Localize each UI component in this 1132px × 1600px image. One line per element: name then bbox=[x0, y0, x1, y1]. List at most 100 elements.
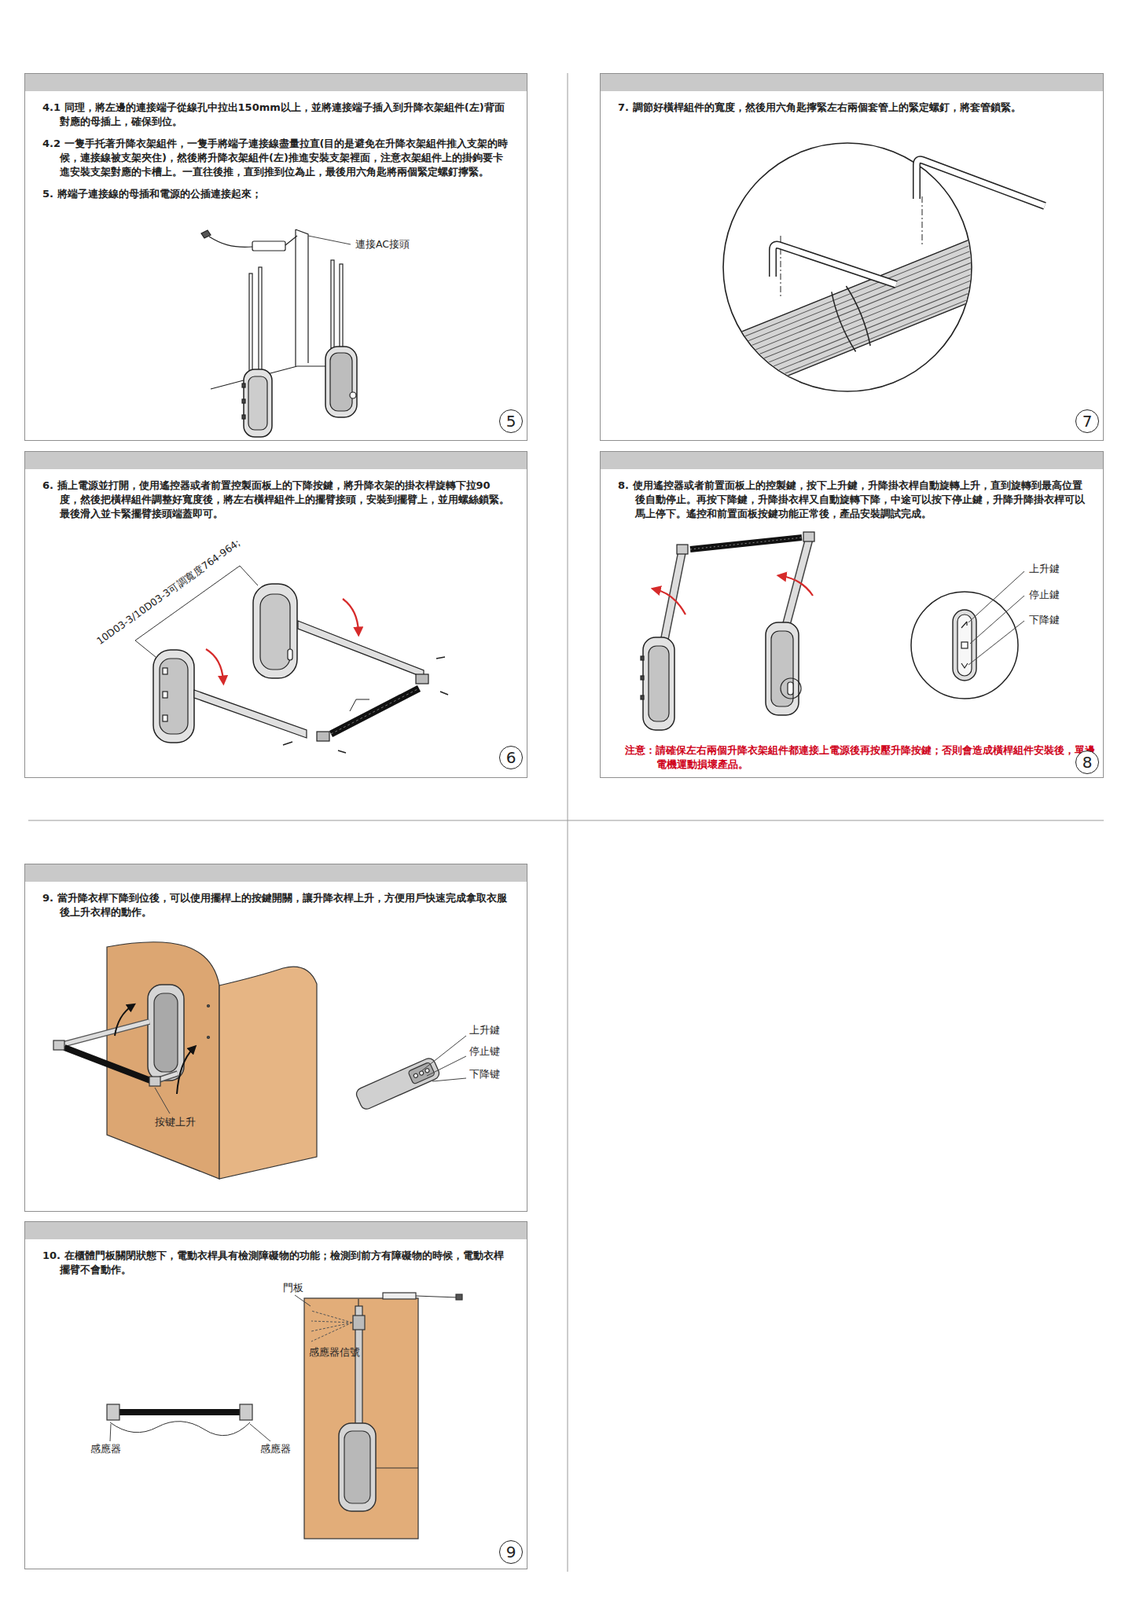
crossbar-assembly-figure bbox=[159, 658, 188, 735]
callout-label: 停止键 bbox=[469, 1045, 500, 1058]
sensor-figure bbox=[344, 1431, 371, 1504]
step-number-circle: 8 bbox=[1075, 750, 1099, 775]
crossbar-assembly-figure bbox=[162, 668, 168, 675]
crossbar-assembly-figure bbox=[330, 688, 419, 735]
lifting-operation-figure bbox=[911, 591, 1019, 699]
lifting-operation-figure bbox=[765, 622, 799, 716]
crossbar-assembly-figure bbox=[162, 691, 168, 699]
leader-line bbox=[432, 1078, 467, 1082]
power-connection-figure bbox=[330, 260, 335, 349]
cabinet-figure bbox=[62, 1021, 150, 1045]
rotation-arrow bbox=[114, 1006, 133, 1037]
lifting-operation-figure bbox=[640, 532, 1019, 731]
leader-line bbox=[110, 1295, 311, 1442]
step-number-circle: 5 bbox=[499, 409, 523, 434]
cabinet-figure bbox=[62, 1021, 150, 1045]
leader-line bbox=[968, 621, 1025, 666]
dimension-line bbox=[135, 566, 258, 658]
leader-line bbox=[308, 235, 351, 245]
callout-label: 門板 bbox=[283, 1282, 304, 1294]
step-number-circle: 7 bbox=[1075, 409, 1099, 434]
hex-key-figure bbox=[678, 218, 1038, 414]
panel-header-band bbox=[24, 73, 1104, 1240]
crossbar-assembly-figure bbox=[253, 584, 298, 679]
instruction-text: 7. 調節好橫桿組件的寬度，然後用六角匙擰緊左右兩個套管上的緊定螺釘，將套管鎖緊… bbox=[617, 100, 1086, 115]
crossbar-assembly-figure bbox=[194, 690, 307, 739]
instruction-text: 5. 將端子連接線的母插和電源的公插連接起來； bbox=[42, 187, 510, 202]
power-connection-figure bbox=[242, 415, 246, 419]
step-number: 7 bbox=[1082, 413, 1093, 430]
instruction-text: 8. 使用遙控器或者前置面板上的控製鍵，按下上升鍵，升降掛衣桿自動旋轉上升，直到… bbox=[617, 478, 1086, 522]
leader-line bbox=[968, 571, 1025, 666]
lifting-operation-figure bbox=[961, 663, 968, 669]
dimension-label: 10D03-3/10D03-3可調寬度764-964; bbox=[94, 536, 243, 647]
lifting-operation-figure bbox=[957, 614, 972, 677]
power-connection-figure bbox=[242, 399, 246, 404]
sensor-figure bbox=[415, 1296, 458, 1298]
cabinet-figure bbox=[147, 984, 184, 1081]
lifting-operation-figure bbox=[664, 550, 683, 641]
leader-line bbox=[154, 1087, 170, 1114]
lifting-operation-figure bbox=[961, 642, 968, 649]
hex-key-figure bbox=[828, 284, 874, 353]
rotation-arrow bbox=[205, 649, 224, 681]
cabinet-figure bbox=[106, 942, 220, 1180]
page-divider bbox=[28, 73, 1104, 1573]
leader-line bbox=[308, 235, 351, 245]
lifting-operation-figure bbox=[787, 682, 794, 695]
sensor-figure bbox=[338, 1423, 376, 1512]
sensor-figure bbox=[106, 1404, 120, 1421]
hex-key-figure bbox=[679, 221, 1037, 412]
hex-key-figure bbox=[678, 143, 1045, 414]
dimension-line bbox=[135, 566, 258, 658]
lifting-operation-figure bbox=[640, 676, 644, 680]
lifting-operation-figure bbox=[961, 621, 967, 629]
cabinet-figure bbox=[154, 993, 178, 1073]
panel-header-band bbox=[24, 863, 528, 883]
rotation-arrow bbox=[205, 599, 359, 681]
hex-key-figure bbox=[772, 245, 897, 285]
rotation-arrow bbox=[781, 576, 813, 596]
cabinet-figure bbox=[354, 1056, 442, 1112]
cabinet-figure bbox=[424, 1068, 431, 1074]
callout-label: 下降鍵 bbox=[1029, 613, 1060, 626]
cabinet-figure bbox=[64, 1047, 153, 1082]
step-panel: 8. 使用遙控器或者前置面板上的控製鍵，按下上升鍵，升降掛衣桿自動旋轉上升，直到… bbox=[599, 451, 1104, 779]
leader-line bbox=[968, 571, 1025, 623]
panel-header-band bbox=[24, 73, 528, 92]
crossbar-assembly-figure bbox=[287, 649, 293, 661]
warning-note: 注意：請確保左右兩個升降衣架組件都連接上電源後再按壓升降按鍵；否則會造成橫桿組件… bbox=[624, 743, 1101, 772]
rotation-arrow bbox=[114, 1006, 194, 1095]
sensor-ray bbox=[311, 1311, 353, 1342]
lifting-operation-figure bbox=[676, 544, 688, 555]
callout-label: 下降键 bbox=[469, 1068, 500, 1081]
lifting-operation-figure bbox=[648, 646, 669, 722]
cabinet-figure bbox=[413, 1073, 419, 1080]
cabinet-figure bbox=[149, 1076, 161, 1087]
step-number-circle: 6 bbox=[499, 746, 523, 770]
power-connection-figure bbox=[243, 369, 272, 438]
rotation-arrow bbox=[655, 589, 686, 615]
instruction-text: 10. 在櫃體門板關閉狀態下，電動衣桿具有檢測障礙物的功能；檢測到前方有障礙物的… bbox=[42, 1249, 510, 1278]
step-number: 9 bbox=[506, 1544, 517, 1561]
crossbar-assembly-figure bbox=[260, 594, 291, 670]
cabinet-figure bbox=[207, 1005, 210, 1008]
lifting-operation-figure bbox=[690, 537, 802, 550]
sensor-figure bbox=[375, 1467, 419, 1469]
cabinet-figure bbox=[354, 1056, 442, 1112]
leader-line bbox=[294, 1295, 311, 1307]
crossbar-assembly-figure bbox=[162, 715, 168, 722]
sensor-figure bbox=[382, 1293, 416, 1300]
instruction-text: 6. 插上電源並打開，使用遙控器或者前置控製面板上的下降按鍵，將升降衣架的掛衣桿… bbox=[42, 478, 510, 522]
crossbar-assembly-figure bbox=[349, 699, 370, 712]
callout-label: 按键上升 bbox=[154, 1116, 196, 1129]
sensor-figure bbox=[239, 1404, 253, 1421]
lifting-operation-figure bbox=[803, 532, 815, 542]
step-panel: 4.1 同理，將左邊的連接端子從線孔中拉出150mm以上，並將連接端子插入到升降… bbox=[24, 73, 528, 442]
sensor-figure bbox=[455, 1294, 463, 1301]
instruction-text: 4.1 同理，將左邊的連接端子從線孔中拉出150mm以上，並將連接端子插入到升降… bbox=[42, 100, 510, 129]
power-connection-figure bbox=[258, 267, 262, 372]
lifting-operation-figure bbox=[780, 678, 802, 699]
